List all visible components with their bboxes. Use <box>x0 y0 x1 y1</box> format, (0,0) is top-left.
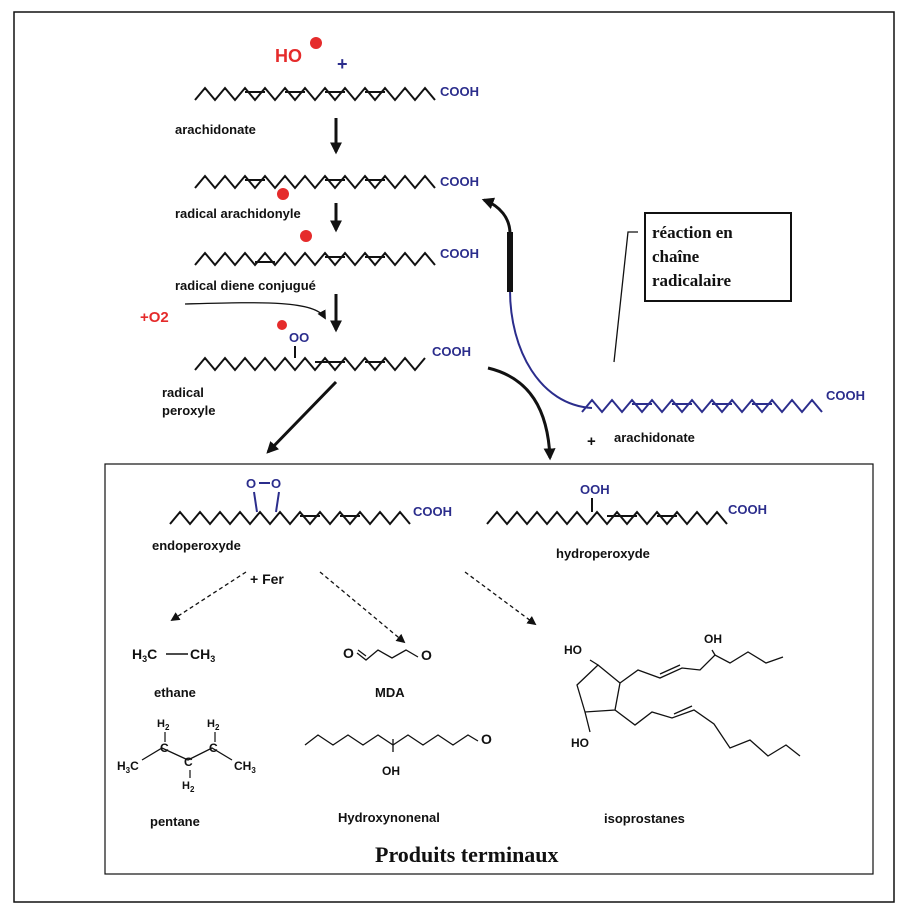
cooh-label: COOH <box>826 388 865 403</box>
c-label: C <box>160 741 169 755</box>
o-label: O <box>246 476 256 491</box>
callout-line-2: chaîne <box>652 247 700 266</box>
arachidonate-chain <box>194 86 436 102</box>
radical-peroxyle-label-1: radical <box>162 385 204 400</box>
outer-frame <box>13 11 895 903</box>
radical-dot <box>310 37 322 49</box>
isoprostane-structure <box>576 649 801 757</box>
plus-sign-right: + <box>587 433 596 450</box>
o-label: O <box>271 476 281 491</box>
c-label: C <box>209 741 218 755</box>
radical-dot <box>300 230 312 242</box>
cooh-label: COOH <box>413 504 452 519</box>
arrow-to-isoprostanes <box>464 571 537 626</box>
arachidonate-right-chain <box>581 398 823 414</box>
ho-label: HO <box>564 643 582 657</box>
h2-label: H2 <box>182 780 195 794</box>
oh-label: OH <box>704 632 722 646</box>
arachidonate-right-label: arachidonate <box>614 430 695 445</box>
cooh-label: COOH <box>440 246 479 261</box>
mda-label: MDA <box>375 685 405 700</box>
ooh-label: OOH <box>580 482 610 497</box>
ho-radical-label: HO <box>275 46 302 66</box>
arrow-to-ethane <box>170 571 247 621</box>
o2-arrow <box>184 302 326 320</box>
radical-arachidonyle-chain <box>194 174 436 190</box>
callout-line-1: réaction en <box>652 223 733 242</box>
ethane-formula-2: CH3 <box>190 646 215 664</box>
callout-line-3: radicalaire <box>652 271 731 290</box>
ho-label: HO <box>571 736 589 750</box>
arrow-to-hydroperoxyde <box>487 366 556 461</box>
o-label: O <box>481 731 492 747</box>
o-label: O <box>343 645 354 661</box>
endoperoxyde-label: endoperoxyde <box>152 538 241 553</box>
ethane-formula: H3C <box>132 646 157 664</box>
oh-label: OH <box>382 764 400 778</box>
h2-label: H2 <box>207 718 220 732</box>
products-box <box>104 463 874 875</box>
cooh-label: COOH <box>728 502 767 517</box>
cooh-label: COOH <box>432 344 471 359</box>
callout-pointer <box>613 231 638 363</box>
hydroperoxyde-label: hydroperoxyde <box>556 546 650 561</box>
callout-box <box>644 212 792 302</box>
arrow-to-mda <box>319 571 406 644</box>
h2-label: H2 <box>157 718 170 732</box>
radical-peroxyle-label-2: peroxyle <box>162 403 215 418</box>
chain-loop-arrowhead <box>481 197 512 235</box>
o2-label: +O2 <box>140 309 169 326</box>
pentane-structure <box>141 747 233 761</box>
endoperoxyde-chain <box>169 510 411 526</box>
isoprostanes-label: isoprostanes <box>604 811 685 826</box>
radical-dot <box>277 188 289 200</box>
o-label: O <box>421 647 432 663</box>
radical-dot <box>277 320 287 330</box>
mda-structure <box>356 649 419 661</box>
hydroxynonenal-label: Hydroxynonenal <box>338 810 440 825</box>
pentane-label: pentane <box>150 814 200 829</box>
plus-sign: + <box>337 54 348 74</box>
hydroperoxyde-chain <box>486 510 728 526</box>
radical-arachidonyle-label: radical arachidonyle <box>175 206 301 221</box>
arachidonate-label: arachidonate <box>175 122 256 137</box>
radical-diene-chain <box>194 251 436 267</box>
h3c-label: H3C <box>117 759 139 775</box>
ethane-label: ethane <box>154 685 196 700</box>
cooh-label: COOH <box>440 174 479 189</box>
radical-diene-label: radical diene conjugué <box>175 278 316 293</box>
radical-peroxyle-chain <box>194 356 426 372</box>
chain-loop-blue <box>509 289 593 409</box>
cooh-label: COOH <box>440 84 479 99</box>
box-title: Produits terminaux <box>375 842 559 867</box>
hydroxynonenal-structure <box>304 734 479 746</box>
c-label: C <box>184 755 193 769</box>
ch3-label: CH3 <box>234 759 256 775</box>
fer-label: + Fer <box>250 571 284 587</box>
arrow-to-endoperoxyde <box>266 380 338 454</box>
oo-label: OO <box>289 330 309 345</box>
